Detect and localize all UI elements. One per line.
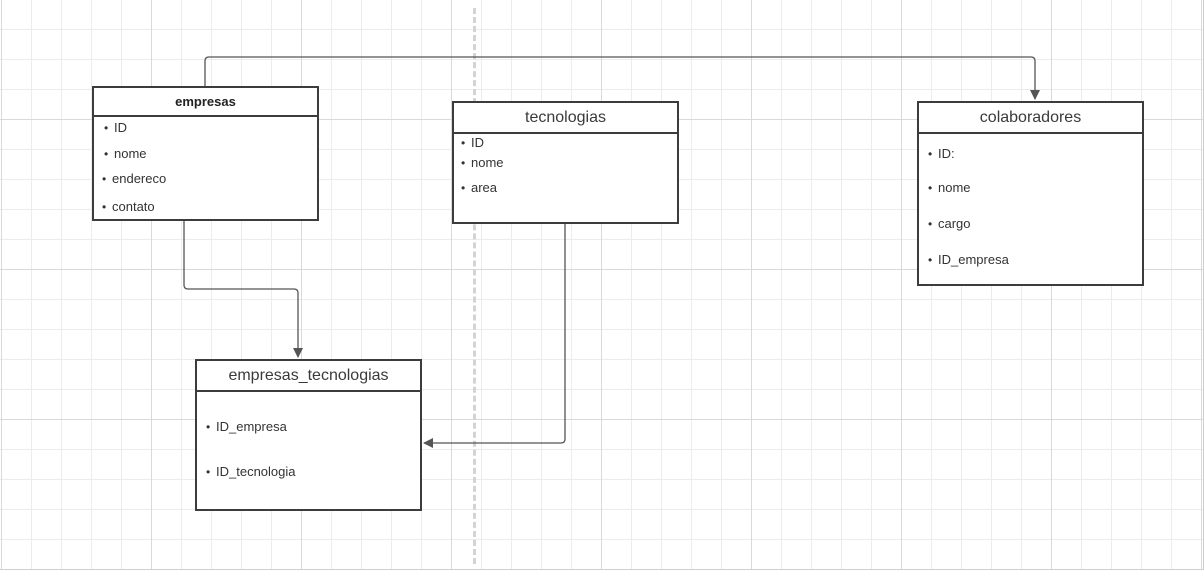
- field-item: ID: [104, 120, 127, 135]
- dashed-divider: [473, 8, 476, 564]
- connector-empresas-colaboradores[interactable]: [204, 56, 1040, 100]
- entity-empresas-tecnologias[interactable]: empresas_tecnologias ID_empresa ID_tecno…: [195, 359, 422, 511]
- field-item: ID_empresa: [206, 419, 287, 434]
- field-item: contato: [102, 199, 155, 214]
- entity-title: empresas: [94, 88, 317, 117]
- entity-title: tecnologias: [454, 103, 677, 134]
- field-item: endereco: [102, 171, 166, 186]
- entity-colaboradores[interactable]: colaboradores ID: nome cargo ID_empresa: [917, 101, 1144, 286]
- field-item: ID_empresa: [928, 252, 1009, 267]
- connector-empresas-empresas-tecnologias[interactable]: [183, 220, 303, 358]
- field-item: area: [461, 180, 497, 195]
- field-item: nome: [461, 155, 504, 170]
- field-item: ID_tecnologia: [206, 464, 296, 479]
- entity-tecnologias[interactable]: tecnologias ID nome area: [452, 101, 679, 224]
- entity-title: colaboradores: [919, 103, 1142, 134]
- field-item: cargo: [928, 216, 971, 231]
- field-item: ID:: [928, 146, 955, 161]
- field-item: ID: [461, 135, 484, 150]
- entity-title: empresas_tecnologias: [197, 361, 420, 392]
- entity-empresas[interactable]: empresas ID nome endereco contato: [92, 86, 319, 221]
- field-item: nome: [928, 180, 971, 195]
- connector-tecnologias-empresas-tecnologias[interactable]: [423, 223, 566, 448]
- field-item: nome: [104, 146, 147, 161]
